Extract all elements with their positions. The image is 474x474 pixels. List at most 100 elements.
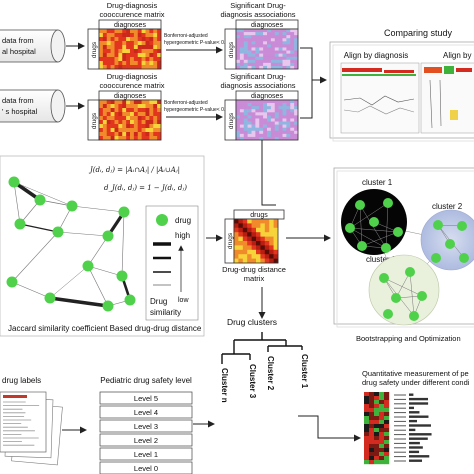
assoc-cell (267, 112, 272, 116)
quant-cell (374, 444, 380, 449)
assoc-cell (278, 118, 283, 122)
assoc-cell (294, 109, 299, 113)
assoc-cell (290, 44, 295, 48)
assoc-cell (255, 44, 260, 48)
assoc-cell (236, 133, 241, 138)
heat-cell (99, 108, 104, 113)
distance-cell (247, 227, 252, 233)
sig-title-1b: diagnosis associations (220, 10, 295, 19)
cooccurrence-matrix-2: Drug-diagnosis cooccurence matrix diagno… (87, 72, 231, 141)
assoc-cell (267, 115, 272, 119)
assoc-cell (263, 112, 268, 116)
cooc-test-line1-1: Bonferroni-adjusted (164, 33, 208, 39)
heat-cell (126, 41, 131, 46)
assoc-cell (294, 32, 299, 36)
heat-cell (149, 65, 154, 70)
quant-cell (369, 396, 375, 401)
heat-cell (114, 53, 119, 58)
distance-cell (273, 258, 279, 264)
heat-cell (153, 61, 158, 66)
assoc-cell (282, 100, 287, 104)
assoc-cell (236, 65, 241, 70)
heat-cell (137, 61, 142, 66)
sig-row-header-1: drugs (228, 41, 235, 58)
distance-cell (260, 223, 266, 229)
assoc-cell (294, 100, 299, 104)
assoc-cell (236, 100, 241, 104)
assoc-cell (278, 103, 283, 107)
cooc-row-header-2: drugs (91, 112, 98, 129)
network-edge (49, 296, 109, 308)
heat-cell (149, 124, 154, 129)
heat-cell (137, 45, 142, 50)
heat-cell (99, 49, 104, 54)
heat-cell (141, 33, 146, 38)
heat-cell (99, 136, 104, 141)
distance-cell (273, 245, 279, 251)
heat-cell (153, 124, 158, 129)
cooc-heatmap-1 (98, 28, 162, 70)
cluster-edge (361, 231, 399, 247)
assoc-cell (267, 62, 272, 67)
drug-node (52, 226, 64, 238)
heat-cell (137, 49, 142, 54)
heat-cell (110, 49, 115, 54)
quant-cell (369, 444, 375, 449)
assoc-cell (267, 44, 272, 48)
heat-cell (145, 65, 150, 70)
quant-cell (374, 436, 380, 441)
heat-cell (126, 53, 131, 58)
assoc-cell (286, 41, 291, 45)
heat-cell (157, 116, 162, 121)
assoc-cell (243, 118, 248, 122)
assoc-cell (282, 65, 287, 70)
assoc-cell (286, 35, 291, 39)
heat-cell (153, 33, 158, 38)
heat-cell (157, 132, 162, 137)
assoc-cell (274, 133, 279, 138)
heat-border (98, 28, 162, 70)
assoc-cell (286, 53, 291, 57)
assoc-cell (243, 133, 248, 138)
sig-association-grid-2 (235, 99, 299, 141)
assoc-cell (251, 65, 256, 70)
assoc-cell (263, 106, 268, 110)
quant-cell (369, 432, 375, 437)
heat-cell (141, 104, 146, 109)
assoc-cell (236, 112, 241, 116)
cluster-drug-node (345, 223, 355, 233)
quant-cell (384, 440, 390, 445)
arrow-sig-to-distance-down (261, 140, 276, 206)
quant-cell (374, 412, 380, 417)
heat-cell (130, 57, 135, 62)
cooc-heatmap-2 (98, 99, 162, 141)
quant-cell (374, 432, 380, 437)
heat-cell (157, 100, 162, 105)
assoc-cell (236, 106, 241, 110)
assoc-cell (255, 109, 260, 113)
assoc-cell (251, 38, 256, 42)
doc-header-bar (3, 395, 27, 398)
distance-cell (269, 245, 274, 251)
distance-cell (234, 254, 239, 259)
cluster-drug-node (459, 253, 469, 263)
distance-cell (242, 227, 248, 233)
assoc-cell (259, 106, 264, 110)
heat-cell (106, 49, 111, 54)
assoc-cell (243, 56, 248, 61)
heat-cell (126, 108, 131, 113)
assoc-cell (239, 41, 245, 45)
heat-cell (145, 37, 150, 42)
heat-cell (118, 29, 123, 34)
heat-cell (114, 61, 119, 66)
heat-cell (133, 49, 139, 54)
assoc-cell (267, 59, 272, 64)
heat-cell (133, 104, 139, 109)
heat-cell (149, 41, 154, 46)
assoc-cell (267, 29, 272, 33)
quant-cell (374, 416, 380, 421)
heat-cell (106, 116, 111, 121)
heat-cell (102, 100, 108, 105)
quant-cell (374, 460, 380, 465)
quant-cell (379, 396, 385, 401)
